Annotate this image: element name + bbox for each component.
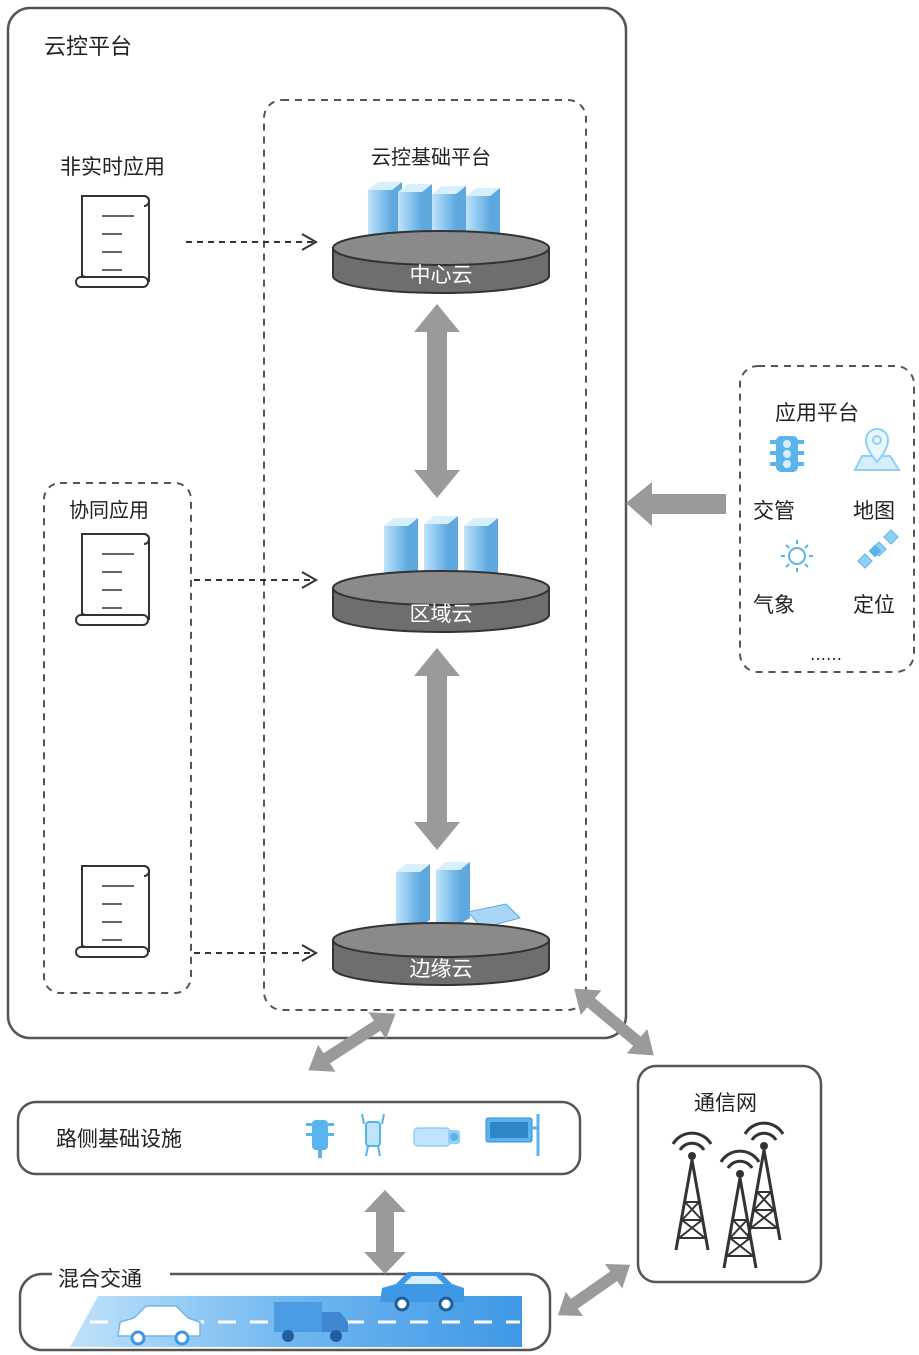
cloud-platform-frame bbox=[6, 6, 628, 1040]
center-region-double-arrow bbox=[414, 304, 460, 498]
roadside-camera-icon bbox=[413, 1127, 460, 1147]
region-cloud-label: 区域云 bbox=[410, 602, 473, 626]
network-title: 通信网 bbox=[694, 1091, 757, 1115]
traffic-network-arrow bbox=[557, 1263, 631, 1317]
traffic-title: 混合交通 bbox=[58, 1267, 142, 1291]
map-icon bbox=[853, 428, 901, 471]
edge-cloud-label: 边缘云 bbox=[410, 957, 473, 981]
cloud-network-arrow bbox=[574, 988, 654, 1056]
base-platform-title: 云控基础平台 bbox=[371, 145, 491, 169]
app-item-traffic-mgmt: 交管 bbox=[753, 499, 795, 523]
roadside-traffic-light-icon bbox=[306, 1120, 334, 1158]
non-realtime-app-scroll-icon bbox=[75, 195, 150, 288]
app-item-weather: 气象 bbox=[753, 593, 795, 617]
roadside-traffic-arrow bbox=[364, 1190, 406, 1274]
collab-apps-frame bbox=[43, 482, 192, 994]
region-edge-double-arrow bbox=[414, 648, 460, 850]
roadside-frame bbox=[16, 1100, 582, 1176]
weather-icon bbox=[781, 540, 813, 572]
roadside-rsu-icon bbox=[361, 1113, 385, 1157]
center-cloud-label: 中心云 bbox=[410, 263, 473, 287]
roadside-title: 路侧基础设施 bbox=[56, 1127, 182, 1151]
collab-app-scroll-icon-1 bbox=[75, 533, 150, 626]
region-cloud: 区域云 bbox=[332, 516, 550, 633]
truck-icon bbox=[274, 1302, 348, 1342]
base-platform-frame bbox=[263, 99, 587, 1011]
app-item-map: 地图 bbox=[853, 499, 895, 523]
collab-app-scroll-icon-2 bbox=[75, 865, 150, 958]
center-cloud: 中心云 bbox=[332, 182, 550, 294]
app-item-positioning: 定位 bbox=[853, 593, 895, 617]
app-platform-frame bbox=[739, 365, 915, 673]
app-platform-title: 应用平台 bbox=[775, 401, 859, 425]
roadside-display-icon bbox=[485, 1114, 540, 1156]
app-platform-more: …… bbox=[810, 645, 842, 664]
non-realtime-app-title: 非实时应用 bbox=[60, 155, 165, 179]
cloud-platform-title: 云控平台 bbox=[44, 35, 132, 60]
car-icon-blue bbox=[380, 1272, 464, 1312]
satellite-icon bbox=[857, 529, 899, 569]
collab-apps-title: 协同应用 bbox=[69, 498, 149, 522]
app-platform-arrow bbox=[626, 482, 726, 526]
traffic-light-icon bbox=[770, 436, 804, 472]
car-icon-white bbox=[117, 1305, 201, 1346]
cloud-roadside-arrow bbox=[308, 1012, 396, 1072]
edge-cloud: 边缘云 bbox=[332, 862, 550, 986]
